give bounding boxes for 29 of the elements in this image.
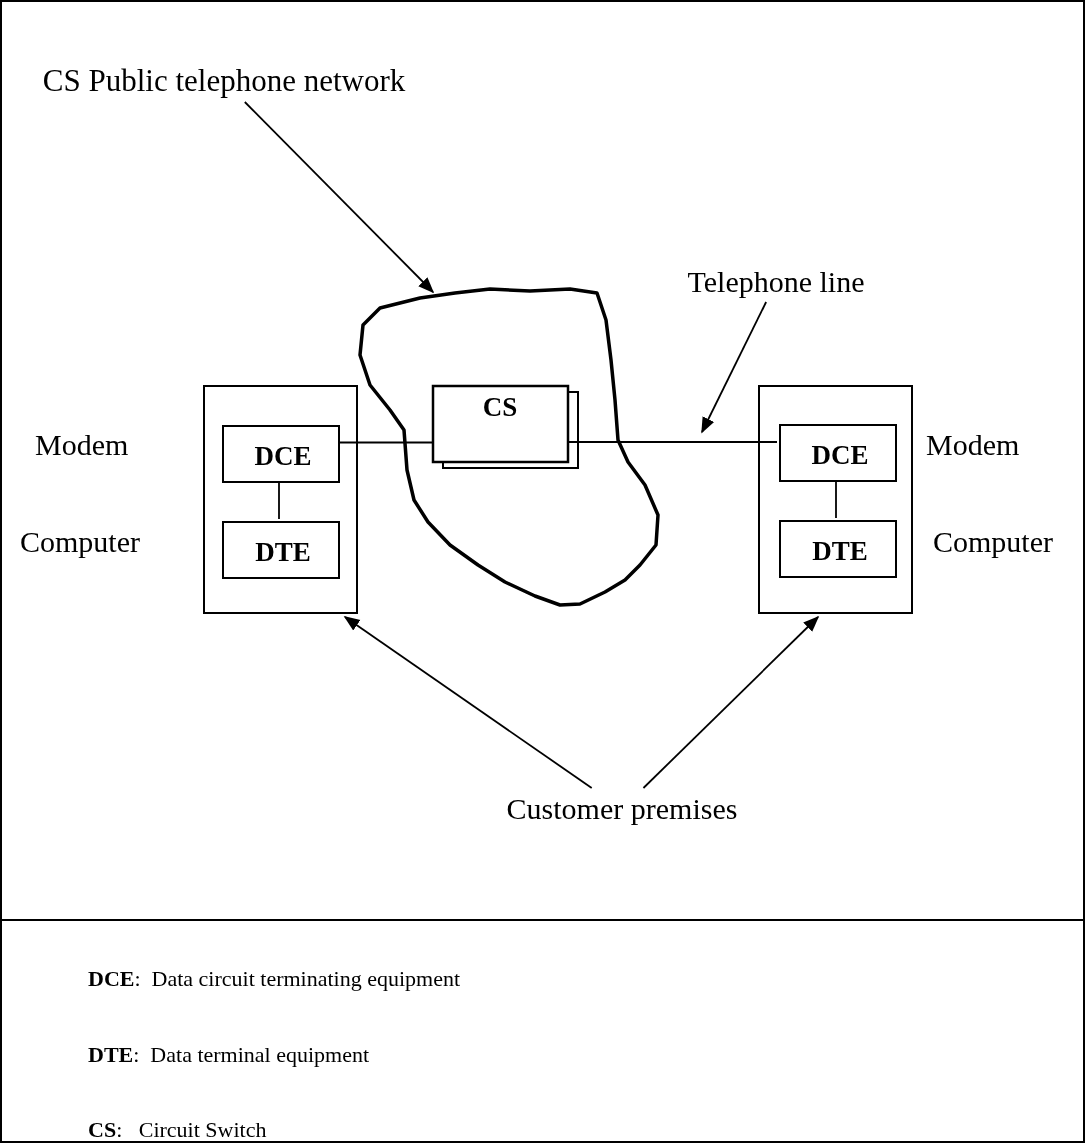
callout-label: CS Public telephone network — [42, 63, 406, 99]
leader-line — [343, 616, 593, 789]
equipment-box — [758, 385, 913, 614]
node-label: CS — [482, 391, 518, 423]
part-label: Modem — [926, 428, 1020, 462]
callout-label: Telephone line — [687, 265, 865, 299]
definition-text: DCE: Data circuit terminating equipment — [88, 966, 461, 992]
equipment-box — [203, 385, 358, 614]
part-label: Computer — [933, 525, 1053, 559]
leader-line — [642, 615, 820, 789]
device-box — [222, 521, 340, 579]
leader-line — [701, 301, 768, 434]
node-label: DCE — [254, 440, 312, 472]
part-label: Computer — [20, 525, 140, 559]
device-box — [222, 425, 340, 483]
part-label: Modem — [35, 428, 129, 462]
definition-text: DTE: Data terminal equipment — [88, 1042, 370, 1068]
connector-line — [567, 441, 778, 443]
definition-text: CS: Circuit Switch — [88, 1117, 267, 1143]
connector-line — [278, 480, 280, 520]
leader-line — [243, 101, 435, 294]
node-label: DCE — [811, 439, 869, 471]
callout-label: Customer premises — [506, 792, 738, 826]
connector-line — [337, 441, 433, 444]
node-label: DTE — [812, 535, 868, 567]
connector-line — [835, 479, 837, 519]
device-box — [779, 520, 897, 578]
node-label: DTE — [255, 536, 311, 568]
device-box — [779, 424, 897, 482]
